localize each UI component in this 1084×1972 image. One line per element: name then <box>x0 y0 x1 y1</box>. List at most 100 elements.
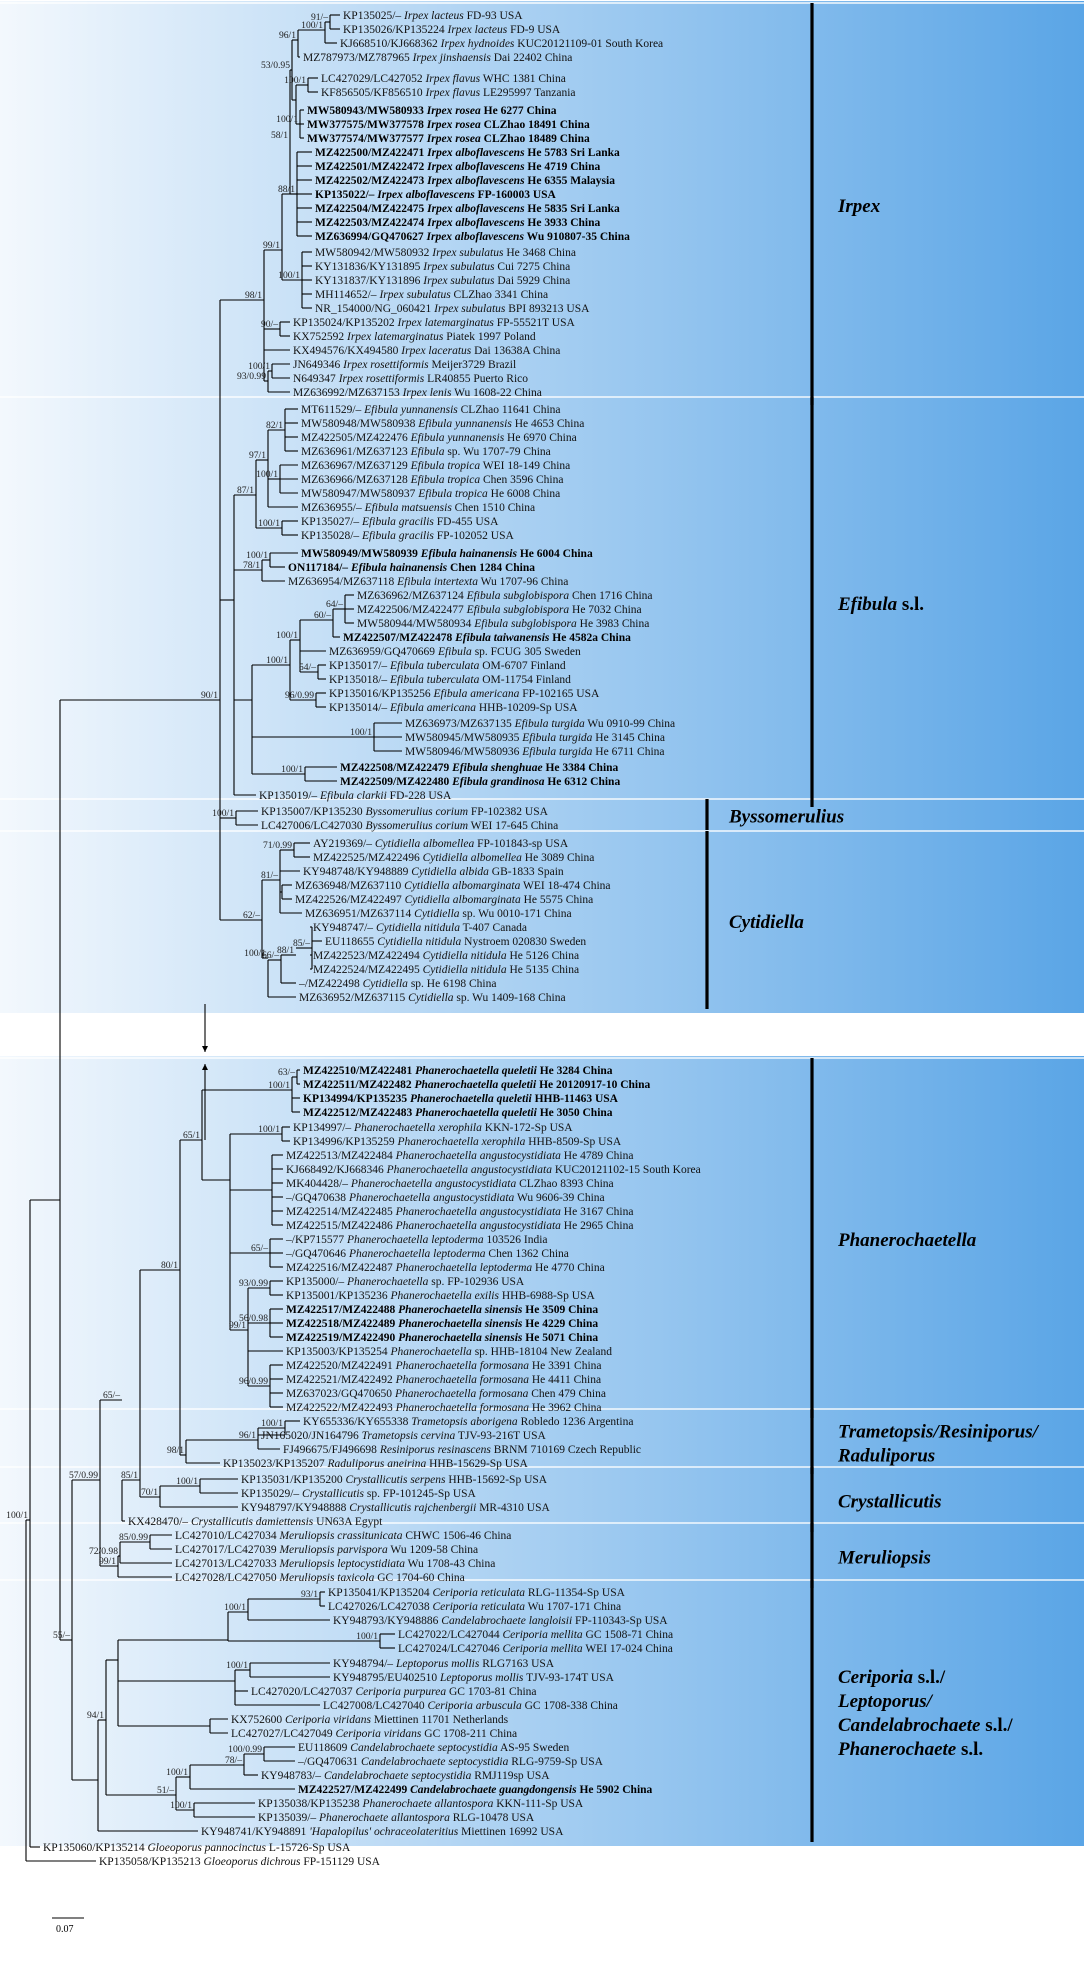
tip-label: MW377575/MW377578 Irpex rosea CLZhao 184… <box>307 119 590 131</box>
tip-voucher: GB-1833 Spain <box>489 866 564 878</box>
tip-voucher: FD-93 USA <box>464 10 523 22</box>
tree-branches <box>25 14 402 1862</box>
clade-name-text: Phanerochaetella <box>837 1230 977 1251</box>
tip-accession: MZ636967/MZ637129 <box>301 460 411 472</box>
tip-voucher: He 5835 Sri Lanka <box>525 203 620 215</box>
tip-label: LC427026/LC427038 Ceriporia reticulata W… <box>328 1601 621 1613</box>
tip-label: KP134997/– Phanerochaetella xerophila KK… <box>293 1122 573 1134</box>
tip-species: Efibula gracilis <box>361 530 434 542</box>
tip-label: MW377574/MW377577 Irpex rosea CLZhao 184… <box>307 133 590 145</box>
tip-voucher: FD-455 USA <box>434 516 499 528</box>
tip-species: Irpex jinshaensis <box>412 52 492 64</box>
tip-voucher: Chen 1510 China <box>452 502 535 514</box>
support-value: 54/– <box>299 662 316 673</box>
support-value: 57/0.99 <box>69 1470 98 1481</box>
tip-accession: MZ636992/MZ637153 <box>293 387 403 399</box>
tip-label: MZ422527/MZ422499 Candelabrochaete guang… <box>298 1784 653 1796</box>
tip-accession: KY948747/– <box>313 922 376 934</box>
tip-species: Efibula hainanensis <box>420 548 518 560</box>
tip-accession: KJ668492/KJ668346 <box>286 1164 387 1176</box>
tip-label: KP134996/KP135259 Phanerochaetella xerop… <box>293 1136 622 1148</box>
clade-name-cyti: Cytidiella <box>729 912 804 933</box>
tip-species: Cytidiella nitidula <box>423 964 507 976</box>
tip-voucher: sp. FP-101245-Sp USA <box>364 1488 477 1500</box>
tip-label: MZ422501/MZ422472 Irpex alboflavescens H… <box>315 161 601 173</box>
tip-accession: MZ422522/MZ422493 <box>286 1402 396 1414</box>
tip-voucher: WEI 17-645 China <box>468 820 558 832</box>
support-value: 93/1 <box>301 1589 318 1600</box>
tip-voucher: GC 1703-81 China <box>446 1686 536 1698</box>
tip-voucher: He 3145 China <box>592 732 665 744</box>
tip-species: Cytidiella <box>408 992 454 1004</box>
tip-voucher: CLZhao 18489 China <box>481 133 590 145</box>
support-value: 72/0.98 <box>89 1546 118 1557</box>
tip-species: Ceriporia mellita <box>502 1643 582 1655</box>
tip-voucher: FP-101843-sp USA <box>474 838 569 850</box>
tip-accession: MT611529/– <box>301 404 364 416</box>
tip-label: KX752592 Irpex latemarginatus Piatek 199… <box>293 331 536 343</box>
tip-label: MZ422500/MZ422471 Irpex alboflavescens H… <box>315 147 620 159</box>
tip-voucher: LR40855 Puerto Rico <box>424 373 528 385</box>
tip-label: KY131837/KY131896 Irpex subulatus Dai 59… <box>315 275 570 287</box>
tip-voucher: Wu 910807-35 China <box>524 231 630 243</box>
tip-accession: MZ422521/MZ422492 <box>286 1374 396 1386</box>
shaded-panels <box>0 1 1084 1846</box>
tip-accession: MZ422514/MZ422485 <box>286 1206 396 1218</box>
tip-species: Efibula tropica <box>410 460 481 472</box>
tip-voucher: RLG-9759-Sp USA <box>508 1756 603 1768</box>
tip-accession: MZ422501/MZ422472 <box>315 161 427 173</box>
tip-species: Phanerochaetella queletii <box>410 1093 533 1105</box>
support-value: 58/1 <box>271 130 288 141</box>
tip-label: KP135016/KP135256 Efibula americana FP-1… <box>329 688 600 700</box>
clade-name-ceri: Candelabrochaete s.l./ <box>838 1715 1013 1736</box>
tip-label: LC427029/LC427052 Irpex flavus WHC 1381 … <box>321 73 566 85</box>
support-value: 85/0.99 <box>119 1532 148 1543</box>
tip-species: Meruliopsis leptocystidiata <box>278 1558 405 1570</box>
clade-name-text: Byssomerulius <box>728 807 844 828</box>
tip-voucher: GC 1708-211 China <box>421 1728 517 1740</box>
tip-label: KX428470/– Crystallicutis damiettensis U… <box>128 1516 383 1528</box>
support-value: 93/0.99 <box>239 1278 268 1289</box>
support-value: 100/1 <box>281 764 303 775</box>
tip-voucher: Wu 0910-99 China <box>585 718 675 730</box>
support-value: 85/1 <box>121 1470 138 1481</box>
support-value: 85/– <box>293 938 310 949</box>
tip-accession: MH114652/– <box>315 289 379 301</box>
tip-label: MZ422512/MZ422483 Phanerochaetella quele… <box>303 1107 613 1119</box>
clade-name-ceri: Leptoporus/ <box>837 1691 934 1712</box>
tip-label: LC427006/LC427030 Byssomerulius corium W… <box>261 820 558 832</box>
tip-voucher: Wu 1708-43 China <box>405 1558 495 1570</box>
clade-bars <box>705 3 814 1842</box>
tip-accession: MZ422509/MZ422480 <box>340 776 452 788</box>
tip-voucher: Chen 1284 China <box>447 562 535 574</box>
support-value: 81/– <box>261 870 278 881</box>
tip-species: Irpex subulatus <box>378 289 451 301</box>
tip-label: –/GQ470631 Candelabrochaete septocystidi… <box>297 1756 604 1768</box>
tip-species: Phanerochaetella angustocystidiata <box>395 1206 562 1218</box>
tip-species: Efibula turgida <box>521 746 592 758</box>
clade-name-text: Leptoporus/ <box>837 1691 934 1712</box>
tip-voucher: RMJ119sp USA <box>471 1770 550 1782</box>
support-value: 53/0.95 <box>261 60 290 71</box>
tip-label: MZ422523/MZ422494 Cytidiella nitidula He… <box>313 950 579 962</box>
tip-species: Byssomerulius corium <box>365 820 468 832</box>
tip-label: LC427022/LC427044 Ceriporia mellita GC 1… <box>398 1629 673 1641</box>
tip-voucher: GC 1708-338 China <box>522 1700 618 1712</box>
tip-accession: KJ668510/KJ668362 <box>340 38 441 50</box>
tip-accession: –/KP715577 <box>285 1234 347 1246</box>
tip-accession: KX494576/KX494580 <box>293 345 401 357</box>
tip-accession: ON117184/– <box>288 562 351 574</box>
tip-accession: MZ422513/MZ422484 <box>286 1150 396 1162</box>
tip-label: MZ422522/MZ422493 Phanerochaetella formo… <box>286 1402 602 1414</box>
tip-label: N649347 Irpex rosettiformis LR40855 Puer… <box>293 373 528 385</box>
support-value: 100/1 <box>356 1631 378 1642</box>
tip-species: Efibula americana <box>432 688 519 700</box>
tip-accession: KP135041/KP135204 <box>328 1587 432 1599</box>
tip-voucher: Chen 479 China <box>528 1388 606 1400</box>
support-value: 55/– <box>53 1630 70 1641</box>
tip-species: Candelabrochaete septocystidia <box>350 1742 498 1754</box>
support-value: 100/1 <box>256 469 278 480</box>
tip-species: Cytidiella albomellea <box>375 838 475 850</box>
tip-accession: KP135031/KP135200 <box>241 1474 345 1486</box>
support-value: 100/1 <box>224 1602 246 1613</box>
